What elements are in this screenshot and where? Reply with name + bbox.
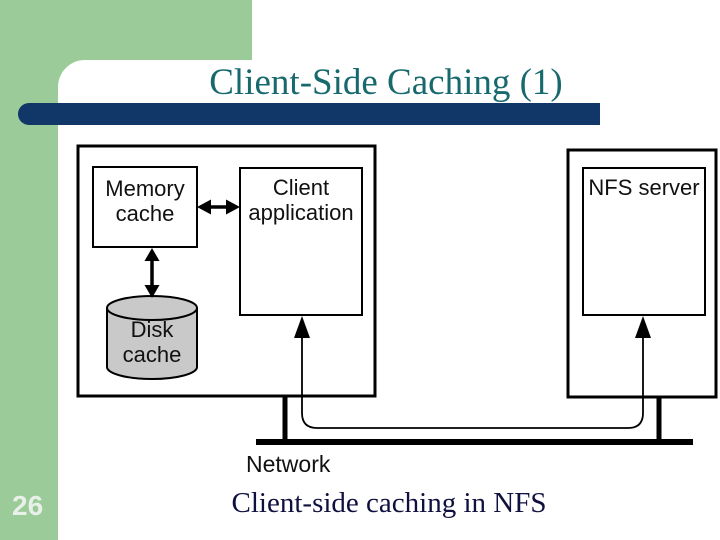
- client-application-arrowhead: [294, 316, 310, 338]
- page-title: Client-Side Caching (1): [209, 62, 563, 103]
- nfs-server-label: NFS server: [588, 175, 700, 200]
- disk-cache-cylinder-body: [106, 308, 198, 380]
- memory-client-arrowhead-left: [197, 199, 211, 215]
- memory-cache-label: Memory cache: [105, 176, 185, 226]
- disk-cache-label: Disk cache: [122, 317, 182, 367]
- nfs-server-arrowhead: [635, 316, 651, 338]
- client-application-box: [239, 167, 363, 316]
- title-underline-bar: [18, 103, 600, 125]
- memory-client-arrowhead-right: [226, 199, 240, 215]
- page-number: 26: [12, 490, 44, 521]
- memory-disk-arrowhead-bottom: [144, 285, 160, 298]
- memory-disk-arrowhead-top: [144, 248, 160, 261]
- green-sidebar: [0, 0, 58, 540]
- slide-caption: Client-side caching in NFS: [231, 487, 547, 519]
- memory-cache-box: [92, 166, 198, 248]
- network-label: Network: [246, 451, 331, 477]
- network-flow-path: [301, 334, 644, 429]
- client-application-label: Client application: [248, 175, 354, 225]
- nfs-server-box: [582, 167, 706, 316]
